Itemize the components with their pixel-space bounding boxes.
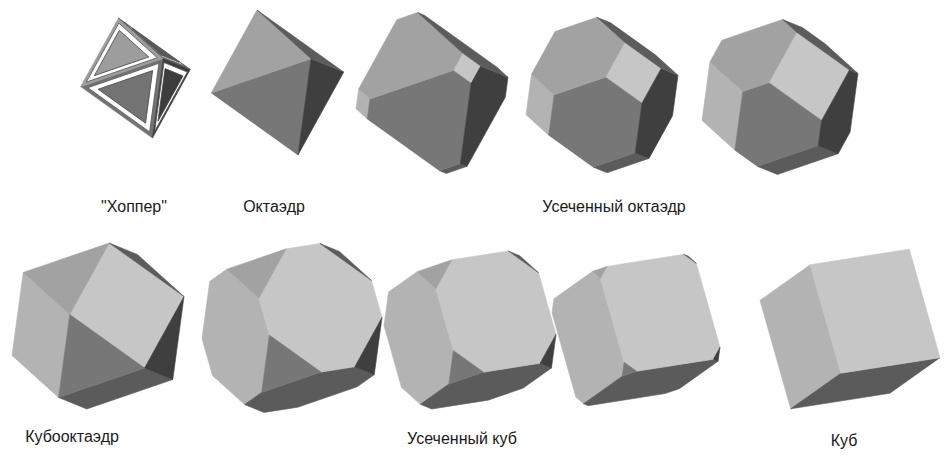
- crystal-shape: [202, 244, 382, 413]
- shape-name: Усеченный куб: [407, 430, 517, 448]
- crystal-face: [320, 244, 372, 281]
- crystal-face: [540, 334, 556, 368]
- crystal-face: [298, 59, 344, 155]
- crystal-shape: [702, 19, 858, 174]
- crystal-face: [783, 19, 858, 73]
- crystal-face: [460, 66, 508, 166]
- crystal-face: [257, 10, 344, 72]
- crystal-face: [211, 10, 311, 93]
- crystal-shape: [211, 10, 343, 155]
- crystal-face: [449, 351, 484, 385]
- crystal-face: [109, 243, 184, 297]
- crystal-face: [508, 251, 538, 273]
- crystal-face: [227, 249, 286, 298]
- crystal-face: [23, 243, 109, 314]
- crystal-face: [684, 254, 697, 263]
- crystal-face: [355, 317, 382, 374]
- crystal-face: [597, 17, 678, 75]
- crystal-shape: [760, 249, 940, 409]
- crystal-face: [622, 362, 636, 376]
- hopper-recess: [132, 28, 179, 62]
- crystal-face: [818, 70, 858, 154]
- shape-name: Кубооктаэдр: [25, 428, 119, 446]
- hopper-recess: [94, 30, 148, 75]
- crystal-face: [600, 254, 720, 371]
- crystal-face: [262, 335, 321, 392]
- crystal-face: [593, 266, 607, 278]
- shape-name: "Хоппер": [101, 198, 167, 216]
- crystal-face: [713, 347, 720, 361]
- crystal-face: [735, 83, 822, 167]
- crystal-shape: [526, 17, 678, 173]
- hopper-crystal: [81, 18, 191, 138]
- crystal-face: [710, 19, 797, 91]
- shape-name: Октаэдр: [243, 198, 305, 216]
- crystal-face: [359, 13, 463, 99]
- shape-name: Куб: [831, 432, 858, 450]
- crystal-face: [810, 249, 940, 373]
- shape-name: Усеченный октаэдр: [542, 198, 685, 216]
- hopper-recess: [98, 71, 152, 124]
- crystal-shape: [12, 243, 184, 409]
- crystal-face: [418, 13, 508, 78]
- crystal-face: [145, 297, 184, 380]
- crystal-face: [417, 260, 452, 289]
- crystal-shape: [384, 251, 556, 409]
- hopper-frame: [155, 63, 188, 132]
- hopper-recess: [158, 69, 183, 122]
- crystal-shape: [356, 13, 508, 174]
- crystal-face: [59, 314, 145, 397]
- crystal-shape: [552, 254, 720, 405]
- crystal-face: [635, 68, 678, 158]
